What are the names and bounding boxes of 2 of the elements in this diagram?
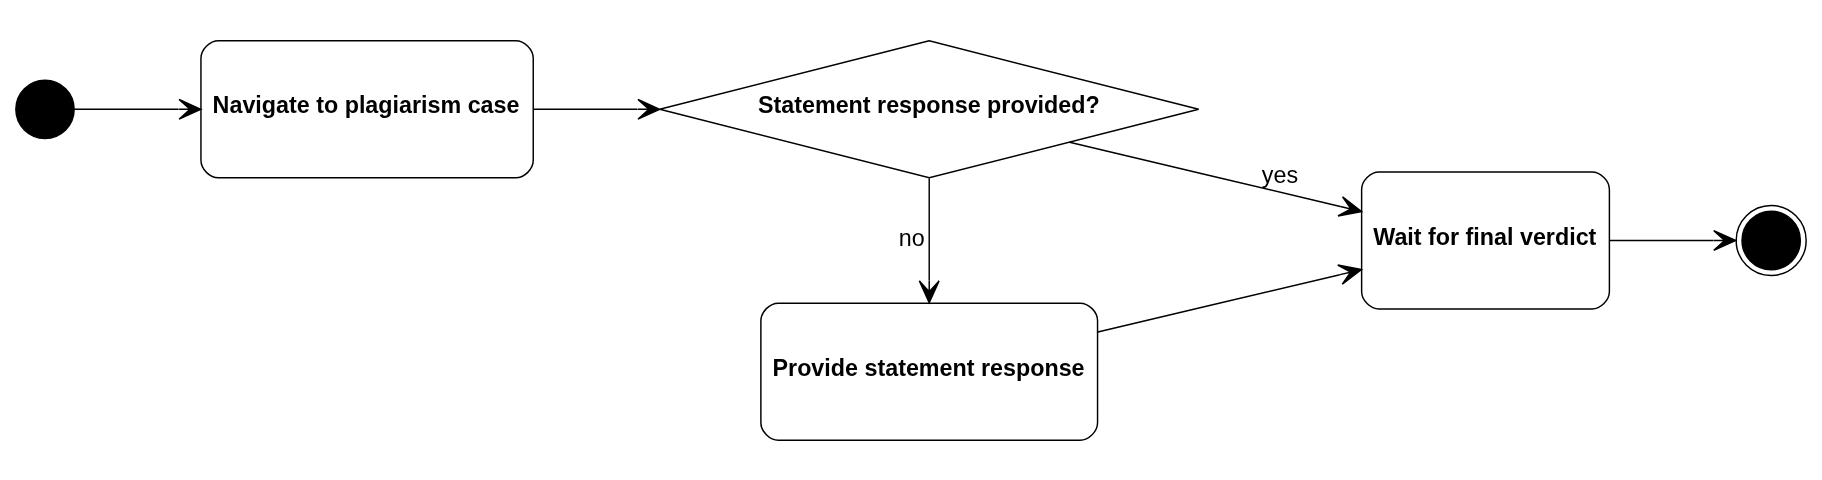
edge-label: no	[898, 224, 925, 251]
edge-label: yes	[1261, 161, 1299, 188]
